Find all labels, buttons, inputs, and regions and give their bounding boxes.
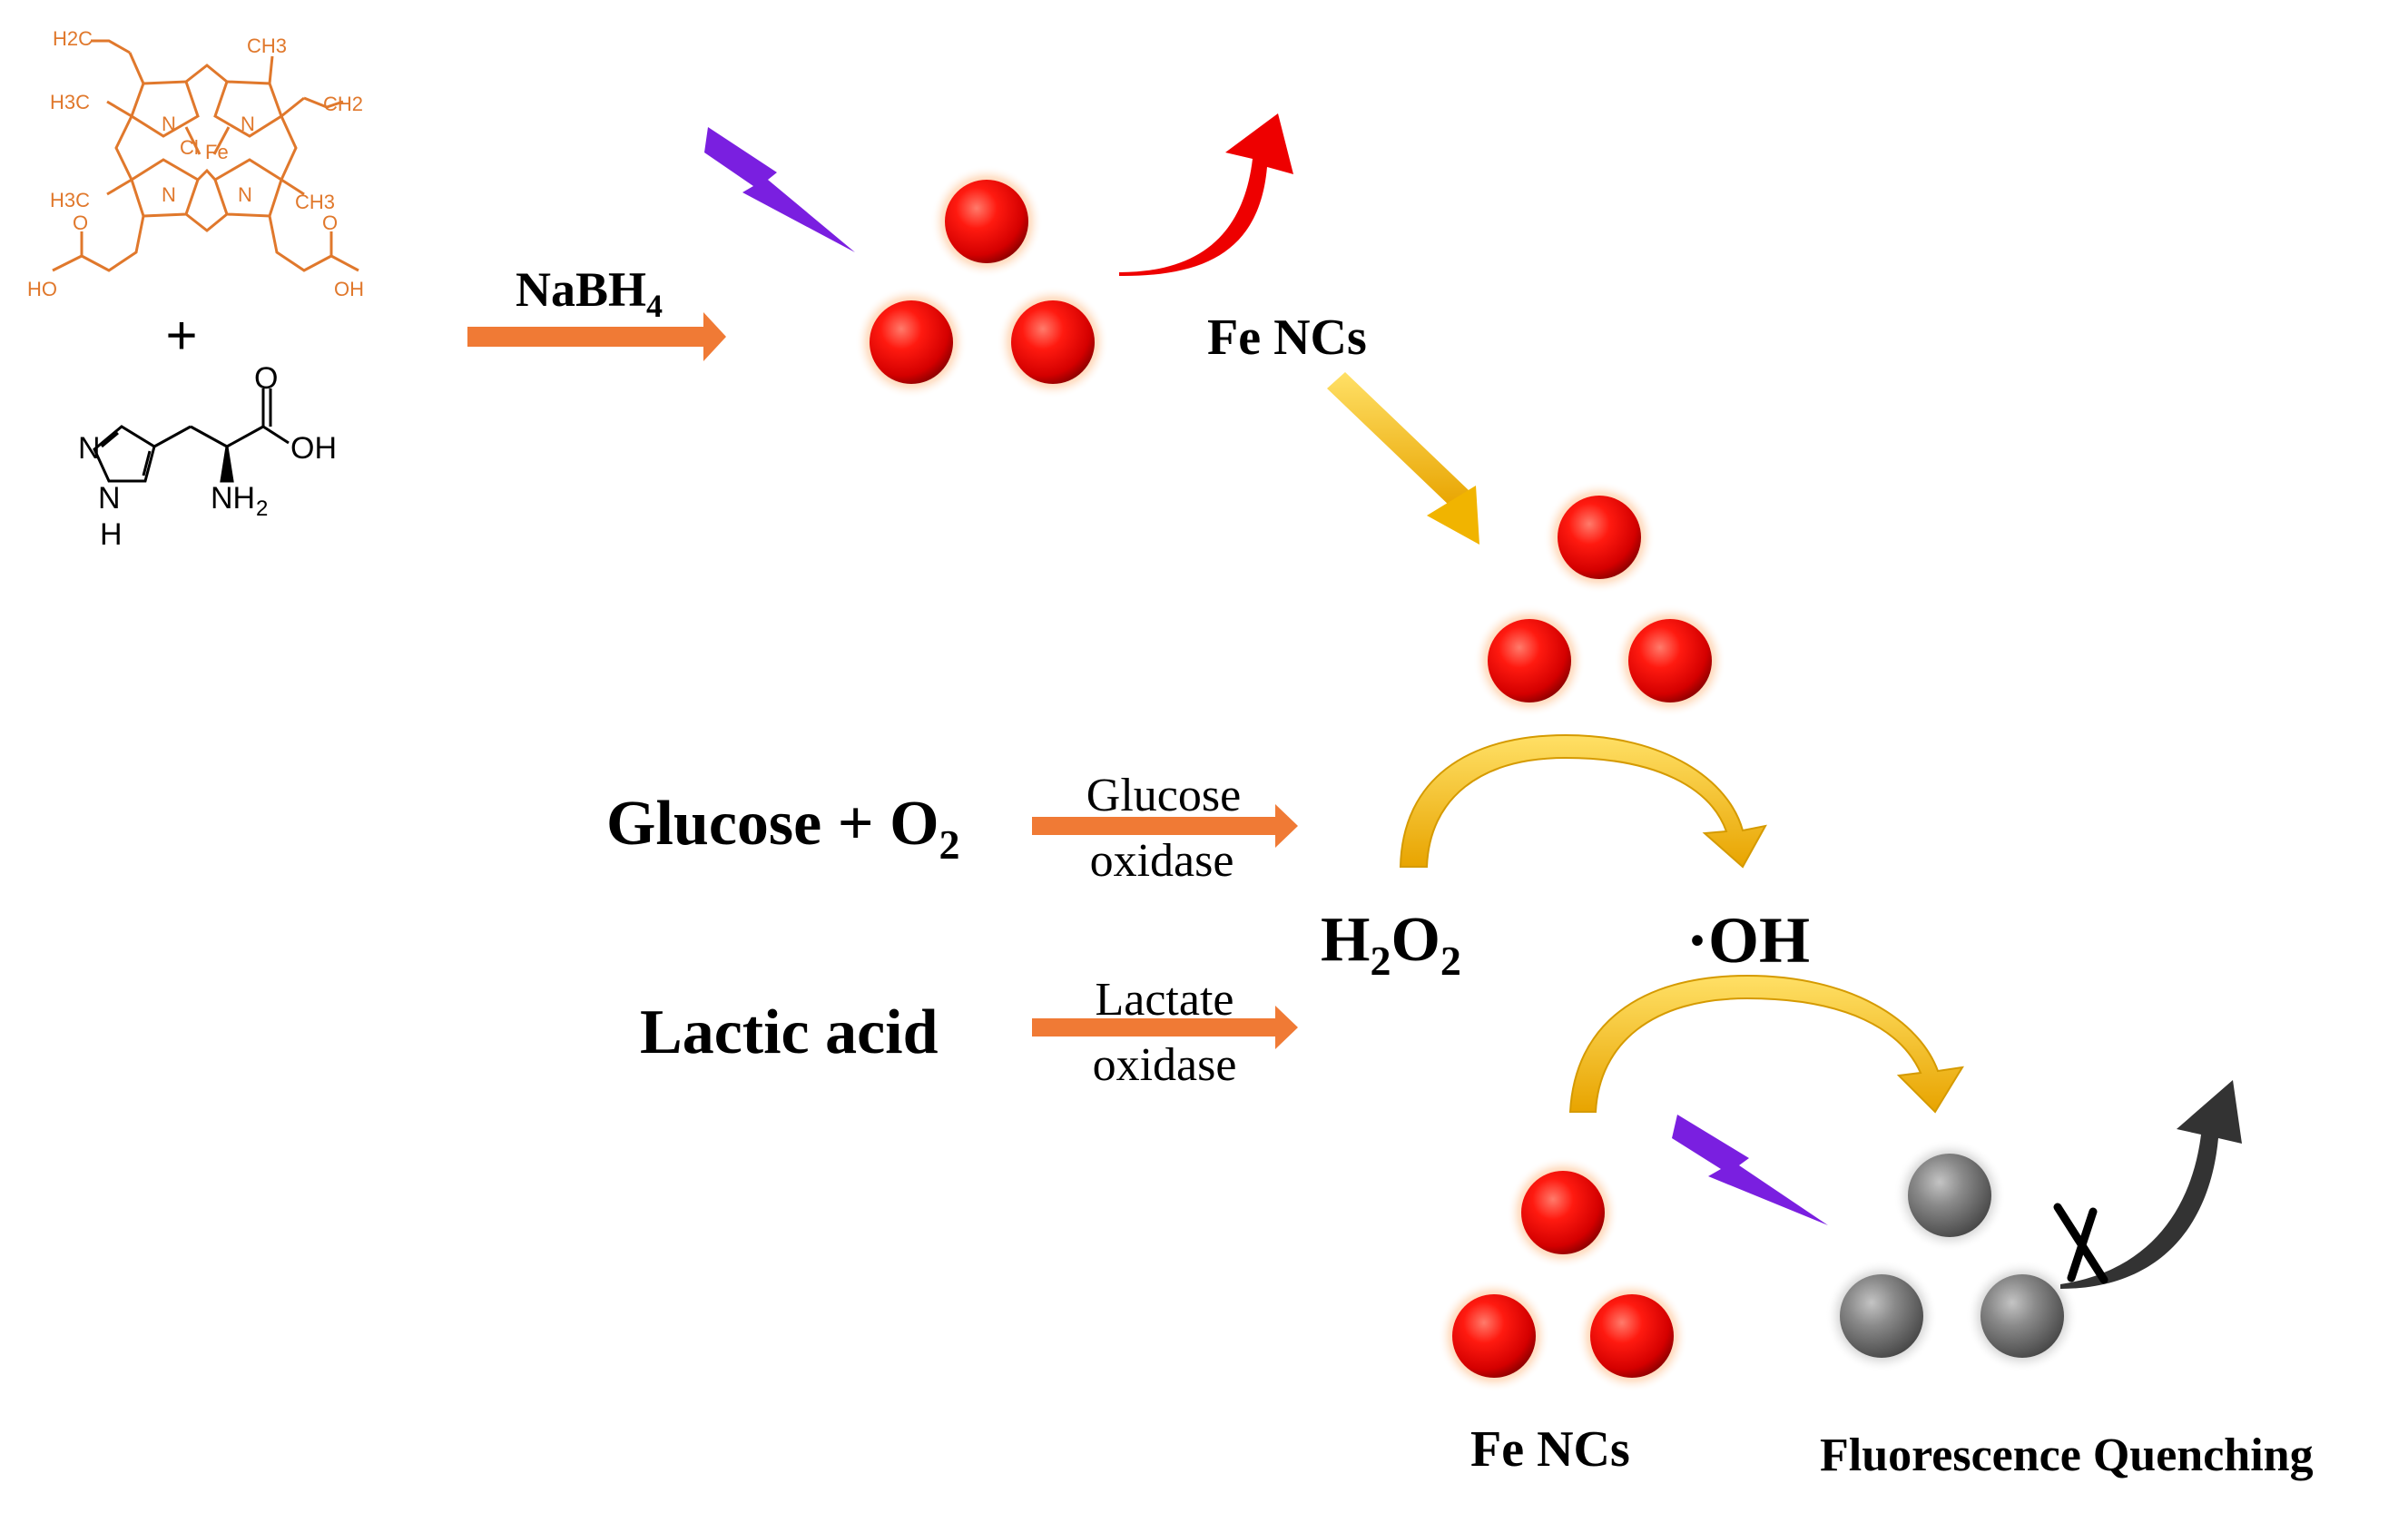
hemin-methyl-3: H3C bbox=[50, 189, 90, 211]
glucose-oxidase-line2: oxidase bbox=[1090, 835, 1234, 887]
histidine-ring-nh-n: N bbox=[98, 481, 121, 516]
histidine-oxygen: O bbox=[254, 361, 278, 396]
fe-nc-cluster-3 bbox=[1438, 1156, 1688, 1392]
hemin-nitrogen-2: N bbox=[241, 113, 255, 135]
fe-ncs-label-1: Fe NCs bbox=[1207, 309, 1367, 366]
fluorescence-quenching-label: Fluorescence Quenching bbox=[1820, 1429, 2314, 1481]
quenching-curved-arrow bbox=[1568, 974, 1964, 1114]
fe-ncs-label-2: Fe NCs bbox=[1470, 1421, 1630, 1478]
reagent-label: NaBH4 bbox=[516, 262, 663, 324]
hemin-vinyl-1: H2C bbox=[53, 27, 93, 50]
lactic-acid-label: Lactic acid bbox=[640, 997, 939, 1067]
histidine-hydroxyl: OH bbox=[290, 431, 337, 466]
lactate-oxidase-line1: Lactate bbox=[1096, 974, 1234, 1026]
hemin-pyrrole-top-left bbox=[130, 80, 200, 138]
diagonal-gold-arrow bbox=[1327, 372, 1479, 545]
glucose-oxidase-line1: Glucose bbox=[1086, 770, 1241, 821]
histidine-ring-nh-h: H bbox=[100, 517, 123, 552]
plus-sign: + bbox=[165, 305, 197, 366]
hemin-acid-1: HO bbox=[27, 278, 57, 300]
h2o2-label: H2O2 bbox=[1321, 905, 1461, 984]
light-bolt-icon-2 bbox=[1672, 1115, 1828, 1225]
lactate-oxidase-line2: oxidase bbox=[1093, 1039, 1237, 1091]
blocked-emission-arrow bbox=[2060, 1080, 2242, 1289]
fluorescence-emission-arrow bbox=[1119, 113, 1293, 277]
hemin-pyrrole-top-right bbox=[213, 80, 283, 138]
hemin-nitrogen-3: N bbox=[162, 183, 176, 206]
glucose-oxidase-arrow bbox=[1032, 804, 1298, 848]
blocked-cross-icon bbox=[2053, 1203, 2108, 1284]
hemin-methyl-4: CH3 bbox=[295, 191, 335, 213]
hemin-nitrogen-4: N bbox=[238, 183, 252, 206]
hemin-acid-2: OH bbox=[334, 278, 364, 300]
histidine-ring-n: N bbox=[78, 431, 101, 466]
hemin-oxygen-1: O bbox=[73, 211, 88, 234]
hemin-chloride: Cl bbox=[180, 136, 199, 159]
lactate-oxidase-arrow bbox=[1032, 1006, 1298, 1049]
histidine-labels: O OH NH 2 N N H bbox=[78, 361, 337, 552]
hemin-pyrrole-bottom-right bbox=[213, 158, 283, 218]
hydroxyl-radical-label: ·OH bbox=[1686, 904, 1810, 977]
hemin-methyl-2: H3C bbox=[50, 91, 90, 113]
catalysis-curved-arrow bbox=[1399, 733, 1767, 869]
hemin-methyl-1: CH3 bbox=[247, 34, 287, 57]
quenched-cluster bbox=[1825, 1139, 2079, 1372]
light-bolt-icon bbox=[704, 127, 855, 252]
histidine-structure bbox=[93, 388, 290, 483]
fe-nc-cluster-1 bbox=[855, 165, 1109, 398]
glucose-equation: Glucose + O2 bbox=[606, 789, 960, 868]
histidine-amine: NH bbox=[211, 481, 255, 516]
hemin-iron: Fe bbox=[205, 141, 229, 163]
fe-nc-cluster-2 bbox=[1473, 481, 1726, 717]
hemin-pyrrole-bottom-left bbox=[130, 158, 200, 218]
hemin-nitrogen-1: N bbox=[162, 113, 176, 135]
hemin-oxygen-2: O bbox=[322, 211, 338, 234]
nabh4-arrow bbox=[467, 312, 726, 361]
hemin-labels: H2C CH3 CH2 H3C H3C CH3 Cl Fe N N N N O … bbox=[27, 27, 364, 300]
hemin-vinyl-2: CH2 bbox=[323, 93, 363, 115]
histidine-amine-sub: 2 bbox=[256, 496, 268, 521]
hemin-structure bbox=[52, 39, 359, 272]
